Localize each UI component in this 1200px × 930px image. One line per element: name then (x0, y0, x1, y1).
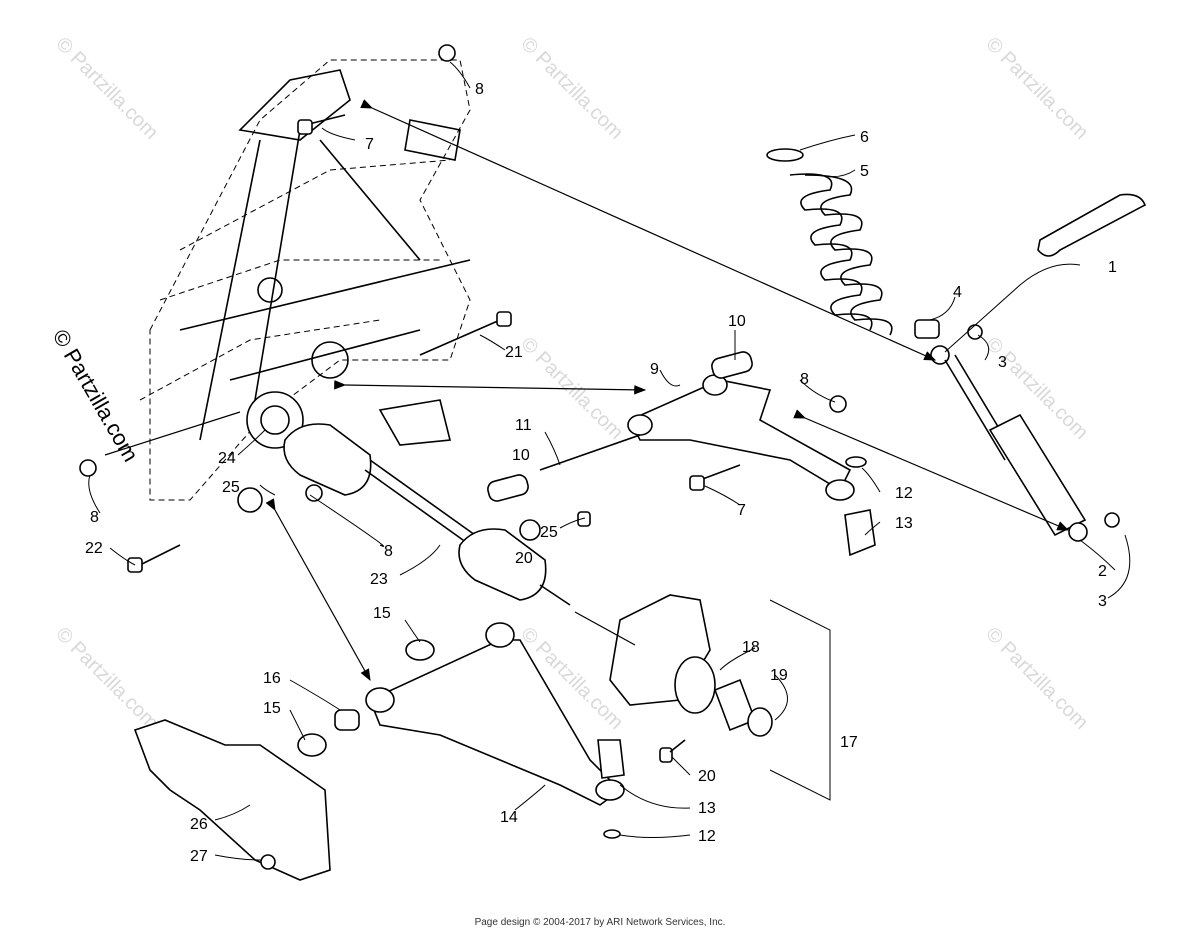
callout-20: 20 (515, 550, 533, 567)
callout-13: 13 (698, 800, 716, 817)
lower-a-arm (297, 622, 625, 839)
callout-11: 11 (515, 417, 532, 434)
callout-22: 22 (85, 540, 103, 557)
callout-19: 19 (770, 667, 788, 684)
watermark-text: © Partzilla.com (51, 623, 162, 734)
callout-6: 6 (860, 129, 869, 146)
watermark-text: © Partzilla.com (51, 33, 162, 144)
callout-20: 20 (698, 768, 716, 785)
callout-14: 14 (500, 809, 518, 826)
arrows (104, 99, 1070, 682)
callout-9: 9 (650, 361, 659, 378)
watermark-text: © Partzilla.com (981, 623, 1092, 734)
callout-8: 8 (475, 81, 484, 98)
steering-knuckle (609, 594, 831, 801)
callout-7: 7 (737, 502, 746, 519)
callout-25: 25 (540, 524, 558, 541)
callout-26: 26 (190, 816, 208, 833)
shock-assembly (766, 148, 1120, 542)
callout-4: 4 (953, 284, 962, 301)
callout-17: 17 (840, 734, 858, 751)
footer-credit: Page design © 2004-2017 by ARI Network S… (474, 917, 726, 928)
watermark-text: © Partzilla.com (981, 33, 1092, 144)
callout-8: 8 (90, 509, 99, 526)
callout-12: 12 (698, 828, 716, 845)
callout-8: 8 (800, 371, 809, 388)
callout-3: 3 (998, 354, 1007, 371)
callout-15: 15 (373, 605, 391, 622)
callout-7: 7 (365, 136, 374, 153)
callout-1: 1 (1108, 259, 1117, 276)
callout-25: 25 (222, 479, 240, 496)
leader-lines (88, 61, 1131, 861)
callout-12: 12 (895, 485, 913, 502)
drive-axle (237, 423, 571, 606)
callout-5: 5 (860, 163, 869, 180)
callout-15: 15 (263, 700, 281, 717)
callout-18: 18 (742, 639, 760, 656)
callout-10: 10 (728, 313, 746, 330)
callout-10: 10 (512, 447, 530, 464)
callout-21: 21 (505, 344, 523, 361)
callout-24: 24 (218, 450, 236, 467)
callout-27: 27 (190, 848, 208, 865)
callout-2: 2 (1098, 563, 1107, 580)
callout-16: 16 (263, 670, 281, 687)
watermark-text-dark: © Partzilla.com (48, 325, 144, 466)
callout-8: 8 (384, 543, 393, 560)
callout-3: 3 (1098, 593, 1107, 610)
watermark-text: © Partzilla.com (516, 33, 627, 144)
watermarks: © Partzilla.com © Partzilla.com © Partzi… (48, 33, 1093, 734)
skid-plate (133, 719, 331, 881)
spanner-wrench (1037, 193, 1147, 257)
callout-labels: 1 2 3 3 4 5 6 7 7 8 8 8 8 9 10 10 11 12 … (85, 81, 1117, 865)
callout-13: 13 (895, 515, 913, 532)
callout-23: 23 (370, 571, 388, 588)
